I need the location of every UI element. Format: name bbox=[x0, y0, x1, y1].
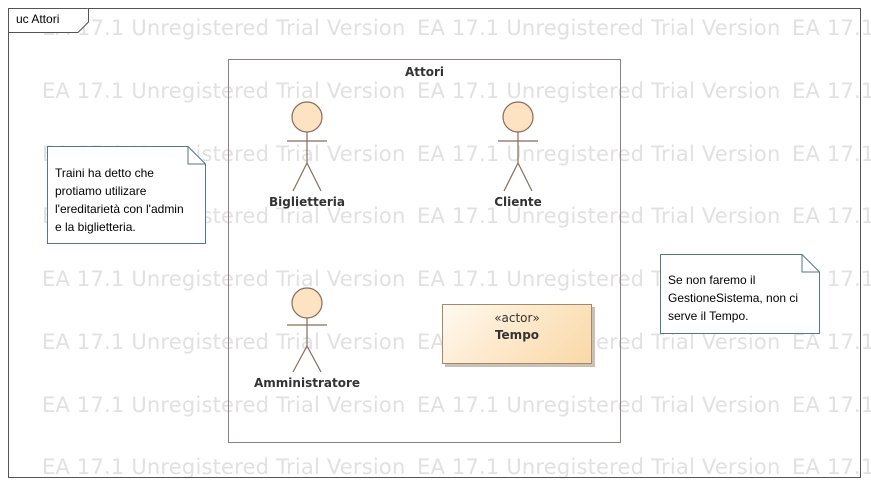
actor-label: Biglietteria bbox=[269, 195, 345, 209]
actor-cliente[interactable]: Cliente bbox=[458, 101, 578, 209]
actor-amministratore[interactable]: Amministratore bbox=[247, 286, 367, 390]
note-line: protiamo utilizare bbox=[55, 184, 147, 198]
note-line: Traini ha detto che bbox=[55, 166, 154, 180]
actor-figure-icon bbox=[498, 101, 538, 192]
package-attori[interactable]: Attori bbox=[228, 59, 621, 443]
note-shape bbox=[47, 146, 206, 244]
note-line: l'ereditarietà con l'admin bbox=[55, 202, 184, 216]
actor-label: Cliente bbox=[494, 195, 542, 209]
package-title: Attori bbox=[404, 65, 445, 79]
note-line: Se non faremo il bbox=[668, 273, 756, 287]
actor-figure-icon bbox=[287, 101, 327, 192]
frame-title: uc Attori bbox=[16, 12, 60, 26]
note-line: GestioneSistema, non ci bbox=[668, 291, 799, 305]
actor-biglietteria[interactable]: Biglietteria bbox=[247, 101, 367, 209]
note-line: e la biglietteria. bbox=[55, 220, 136, 234]
actor-figure-icon bbox=[287, 287, 327, 373]
note-tempo[interactable]: Se non faremo il GestioneSistema, non ci… bbox=[660, 254, 821, 334]
actor-label: Amministratore bbox=[254, 376, 360, 390]
actor-tempo-box[interactable]: «actor» Tempo bbox=[442, 304, 592, 364]
frame-tab-shape bbox=[8, 8, 89, 33]
class-name: Tempo bbox=[494, 328, 540, 342]
note-line: serve il Tempo. bbox=[668, 309, 749, 323]
stereotype-label: «actor» bbox=[494, 311, 540, 325]
note-ereditarieta[interactable]: Traini ha detto che protiamo utilizare l… bbox=[47, 146, 207, 244]
diagram-frame bbox=[8, 8, 861, 478]
note-shape bbox=[660, 254, 820, 334]
